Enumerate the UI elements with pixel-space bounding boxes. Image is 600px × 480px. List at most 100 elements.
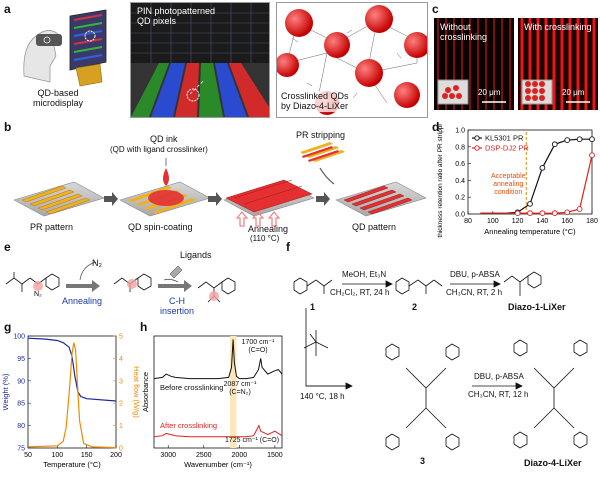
product-1-label: Diazo-1-LiXer <box>508 302 566 312</box>
step2-top: DBU, p-ABSA <box>450 270 500 279</box>
y-tick-label: 90 <box>17 378 25 385</box>
x-tick-label: 2500 <box>196 452 212 459</box>
crosslinked-qd-view: Crosslinked QDs by Diazo-4-LiXer <box>276 2 428 118</box>
legend-label: DSP-DJ2 PR <box>485 144 529 153</box>
product-4-label: Diazo-4-LiXer <box>524 458 582 468</box>
panel-a: QD-based microdisplay <box>0 0 430 118</box>
scale-bar-right-label: 20 μm <box>562 88 585 97</box>
annotation-2087: 2087 cm⁻¹ <box>224 381 258 388</box>
micrograph-with: With crosslinking 20 μm <box>518 18 598 110</box>
x-tick-label: 200 <box>110 452 122 459</box>
step2-bottom: CH₃CN, RT, 2 h <box>446 288 503 297</box>
y-tick-label: 0.6 <box>455 161 465 168</box>
data-point <box>576 136 583 143</box>
y-tick-label: 95 <box>17 356 25 363</box>
zoom-connector <box>190 80 205 95</box>
y2-tick-label: 5 <box>119 334 123 341</box>
panel-b: PR pattern QD ink (QD with ligand crossl… <box>0 128 430 243</box>
microdisplay-illustration <box>23 9 107 87</box>
x-tick-label: 150 <box>81 452 93 459</box>
svg-text:N₂: N₂ <box>34 291 42 298</box>
step1-bottom: CH₂Cl₂, RT, 24 h <box>330 288 390 297</box>
x-tick-label: 180 <box>586 218 598 225</box>
panel-label-d: d <box>432 120 440 134</box>
without-label: Without crosslinking <box>440 22 488 43</box>
plot-frame <box>27 335 117 449</box>
series-line-1 <box>153 424 283 438</box>
pixels-label: PIN photopatterned QD pixels <box>137 6 216 27</box>
panel-label-g: g <box>4 320 12 334</box>
n2-label: N₂ <box>92 258 102 268</box>
y2-tick-label: 3 <box>119 378 123 385</box>
y2-tick-label: 0 <box>119 446 123 453</box>
y-tick-label: 0.0 <box>455 212 465 219</box>
series-line-0 <box>27 337 117 402</box>
compound-1-label: 1 <box>310 302 316 312</box>
panel-label-e: e <box>4 240 11 254</box>
y-tick-label: 0.4 <box>455 178 465 185</box>
legend-marker <box>474 145 480 151</box>
highlight-band <box>230 336 237 448</box>
annotation-2087: (C=N₂) <box>229 389 251 396</box>
data-point <box>551 210 558 217</box>
panel-c: Without crosslinking 20 μm With crosslin… <box>432 14 600 114</box>
y2-tick-label: 1 <box>119 423 123 430</box>
data-point <box>564 209 571 216</box>
annealing-arrow-label: Annealing <box>62 296 103 306</box>
y-tick-label: 85 <box>17 401 25 408</box>
without-crosslinking-pattern <box>437 18 511 110</box>
mechanism-scheme: N₂ <box>5 261 236 303</box>
x-tick-label: 50 <box>24 452 32 459</box>
data-point <box>589 136 595 143</box>
data-point <box>514 210 521 217</box>
data-point <box>589 152 595 159</box>
x-tick-label: 2000 <box>232 452 248 459</box>
step3-sub-label: (110 °C) <box>250 234 280 243</box>
data-point <box>551 141 558 148</box>
x-axis-label: Temperature (°C) <box>43 460 101 469</box>
annotation-label: Acceptable <box>491 173 526 180</box>
panel-f: MeOH, Et₃N CH₂Cl₂, RT, 24 h DBU, p-ABSA … <box>286 248 600 475</box>
x-tick-label: 100 <box>487 218 499 225</box>
x-tick-label: 140 <box>537 218 549 225</box>
device-label: QD-based microdisplay <box>32 88 83 108</box>
data-point <box>576 206 583 212</box>
stripping-label: PR stripping <box>296 130 346 140</box>
y-tick-label: 100 <box>13 334 25 341</box>
annotation-1725: 1725 cm⁻¹ (C=O) <box>225 437 279 444</box>
y2-tick-label: 4 <box>119 356 123 363</box>
step3-label: Annealing <box>248 224 289 234</box>
plot-frame <box>153 335 283 449</box>
legend-marker <box>474 135 480 141</box>
compound-2-label: 2 <box>412 302 418 312</box>
scale-bar-left-label: 20 μm <box>478 88 501 97</box>
step2-label: QD spin-coating <box>128 222 193 232</box>
step1-label: PR pattern <box>30 222 74 232</box>
step2-ink-label: QD ink <box>150 134 178 144</box>
series-line-0 <box>153 339 283 380</box>
annotation-1700: (C=O) <box>248 347 267 354</box>
annotation-label: condition <box>494 189 522 196</box>
y-axis-label: Weight (%) <box>1 373 10 410</box>
process-illustration <box>13 142 427 227</box>
step4-top: DBU, p-ABSA <box>474 372 524 381</box>
data-point <box>564 137 571 143</box>
y-tick-label: 0.8 <box>455 144 465 151</box>
qd-pixels-view: PIN photopatterned QD pixels <box>130 2 270 118</box>
panel-label-h: h <box>140 320 148 334</box>
qd-pixels-graphic <box>131 3 269 117</box>
y-tick-label: 1.0 <box>455 128 465 135</box>
x-tick-label: 80 <box>464 218 472 225</box>
legend-label: KL5301 PR <box>485 134 524 143</box>
crosslinked-label: Crosslinked QDs by Diazo-4-LiXer <box>281 91 349 112</box>
step1-top: MeOH, Et₃N <box>342 270 387 279</box>
panel-label-c: c <box>432 2 439 16</box>
x-tick-label: 3000 <box>160 452 176 459</box>
series-line-1 <box>480 155 593 214</box>
panel-label-a: a <box>4 2 11 16</box>
synthesis-scheme <box>293 271 588 451</box>
with-label: With crosslinking <box>524 22 592 32</box>
annotation-label: annealing <box>493 181 523 188</box>
